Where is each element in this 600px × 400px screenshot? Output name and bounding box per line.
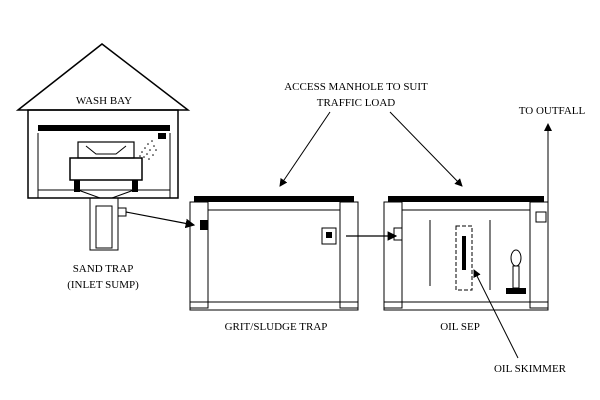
access-manhole-sublabel: TRAFFIC LOAD xyxy=(317,97,396,109)
spray-mist xyxy=(139,140,157,160)
oil-sep-inlet xyxy=(393,227,403,241)
grit-sludge-trap: GRIT/SLUDGE TRAP xyxy=(189,196,359,333)
wash-bay-label: WASH BAY xyxy=(76,95,132,107)
grit-trap-outlet xyxy=(321,227,337,245)
manhole-callout-arrow-left xyxy=(279,111,331,187)
inlet-pipe-arrow xyxy=(125,211,196,229)
oil-sep-manhole-cover xyxy=(388,196,544,202)
sand-trap-label: SAND TRAP xyxy=(73,263,134,275)
wash-bay: WASH BAY xyxy=(15,43,191,199)
wash-bay-beam xyxy=(38,125,170,131)
oil-skimmer-device xyxy=(455,225,473,291)
oil-sep-label: OIL SEP xyxy=(440,321,480,333)
spray-nozzle xyxy=(158,133,166,139)
outfall-pump xyxy=(506,249,526,294)
oil-sep-outlet xyxy=(535,211,547,223)
to-outfall-label: TO OUTFALL xyxy=(519,105,586,117)
oil-separator: OIL SEP xyxy=(383,196,549,333)
oil-skimmer-label: OIL SKIMMER xyxy=(494,363,567,375)
manhole-callout-arrow-right xyxy=(389,111,463,187)
grit-sludge-trap-label: GRIT/SLUDGE TRAP xyxy=(225,321,328,333)
sand-trap: SAND TRAP (INLET SUMP) xyxy=(67,197,139,291)
sand-trap-sublabel: (INLET SUMP) xyxy=(67,279,139,291)
grit-trap-manhole-cover xyxy=(194,196,354,202)
grit-trap-inlet xyxy=(200,220,208,230)
access-manhole-label: ACCESS MANHOLE TO SUIT xyxy=(284,81,428,93)
vehicle xyxy=(69,141,143,192)
oil-skimmer-callout xyxy=(473,269,519,359)
